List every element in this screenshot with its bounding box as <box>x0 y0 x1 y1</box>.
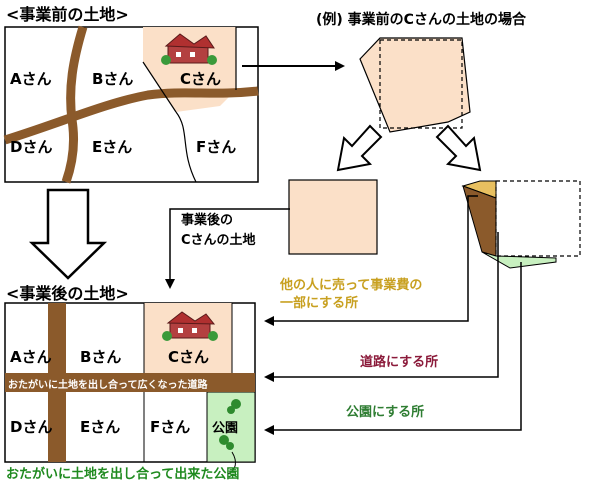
split-arrow-left <box>336 124 383 172</box>
arrow-sold <box>264 195 478 326</box>
before-map: Aさん Bさん Cさん Dさん Eさん Fさん <box>3 25 259 184</box>
park-caption-pointer <box>227 451 236 475</box>
after-parcel-e: Eさん <box>80 418 120 436</box>
after-road-label: おたがいに土地を出し合って広くなった道路 <box>8 378 208 391</box>
before-parcel-c: Cさん <box>180 70 221 88</box>
before-parcel-d: Dさん <box>10 138 52 156</box>
road-part-label: 道路にする所 <box>360 354 438 370</box>
park-part-label: 公園にする所 <box>346 404 424 420</box>
after-c-label-2: Cさんの土地 <box>181 232 256 248</box>
after-c-label-1: 事業後の <box>181 212 233 228</box>
after-parcel-b: Bさん <box>80 348 121 366</box>
after-parcel-c: Cさん <box>168 348 209 366</box>
before-title: <事業前の土地> <box>6 5 129 24</box>
after-parcel-a: Aさん <box>10 348 52 366</box>
split-arrow-right <box>435 124 482 172</box>
after-title: <事業後の土地> <box>6 284 129 303</box>
example-c-before <box>359 37 471 133</box>
after-c-land <box>288 179 378 255</box>
tree-icon <box>219 399 241 450</box>
sold-label-2: 一部にする所 <box>280 295 358 311</box>
after-parcel-f: Fさん <box>150 418 190 436</box>
before-road-vertical <box>61 25 88 184</box>
before-parcel-b: Bさん <box>92 70 133 88</box>
big-down-arrow <box>28 188 108 280</box>
arrow-after-c <box>165 208 290 289</box>
arrow-park <box>264 262 522 435</box>
house-icon <box>162 311 218 341</box>
before-road-horizontal <box>3 86 259 145</box>
arrow-road <box>264 232 499 382</box>
park-caption: おたがいに土地を出し合って出来た公園 <box>6 466 239 482</box>
before-parcel-e: Eさん <box>92 138 132 156</box>
after-map: Aさん Bさん Cさん おたがいに土地を出し合って広くなった道路 Dさん Eさん… <box>4 302 256 463</box>
sold-label-1: 他の人に売って事業費の <box>279 277 422 293</box>
before-parcel-f: Fさん <box>196 138 236 156</box>
example-c-breakdown <box>461 180 581 269</box>
after-parcel-d: Dさん <box>10 418 52 436</box>
house-icon <box>161 33 217 65</box>
before-parcel-a: Aさん <box>10 70 52 88</box>
after-park-area <box>206 391 256 463</box>
after-park-label: 公園 <box>212 420 238 436</box>
example-title: (例) 事業前のCさんの土地の場合 <box>316 11 527 28</box>
